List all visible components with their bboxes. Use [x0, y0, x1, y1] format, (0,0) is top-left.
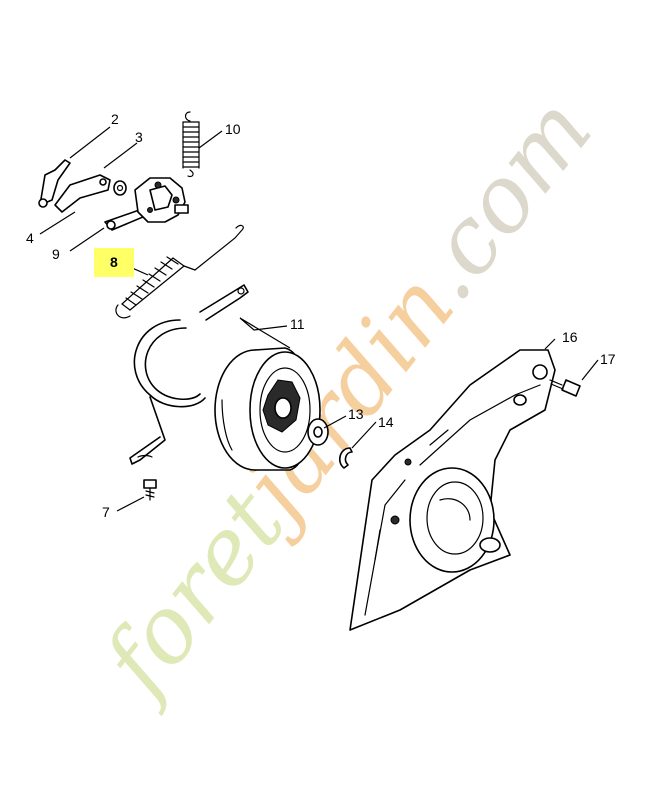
- callout-13: 13: [348, 406, 364, 422]
- callout-14: 14: [378, 414, 394, 430]
- part-14-clip: [338, 447, 353, 469]
- callout-3: 3: [135, 129, 143, 145]
- leader-lines: [39, 126, 599, 512]
- callout-numbers: 2 3 10 4 9 8 11 16 17 13 14 7: [26, 111, 616, 520]
- part-2-lever: [38, 159, 71, 208]
- part-13-washer: [307, 418, 329, 446]
- brake-mechanism: [134, 177, 189, 223]
- callout-7: 7: [102, 504, 110, 520]
- callout-17: 17: [600, 351, 616, 367]
- part-10-spring: [182, 111, 200, 178]
- callout-10: 10: [225, 121, 241, 137]
- part-3-bracket: [54, 174, 127, 213]
- callout-2: 2: [111, 111, 119, 127]
- callout-9: 9: [52, 246, 60, 262]
- callout-4: 4: [26, 230, 34, 246]
- part-11-brake-band: [129, 284, 249, 465]
- part-7-screw: [143, 479, 157, 501]
- part-16-cover: [349, 349, 556, 631]
- clutch-drum: [214, 347, 321, 471]
- part-17-bolt: [549, 379, 581, 397]
- callout-8-highlight: [94, 248, 134, 277]
- callout-16: 16: [562, 329, 578, 345]
- callout-8: 8: [110, 254, 118, 270]
- callout-11: 11: [290, 316, 305, 332]
- part-8-spring: [115, 224, 244, 319]
